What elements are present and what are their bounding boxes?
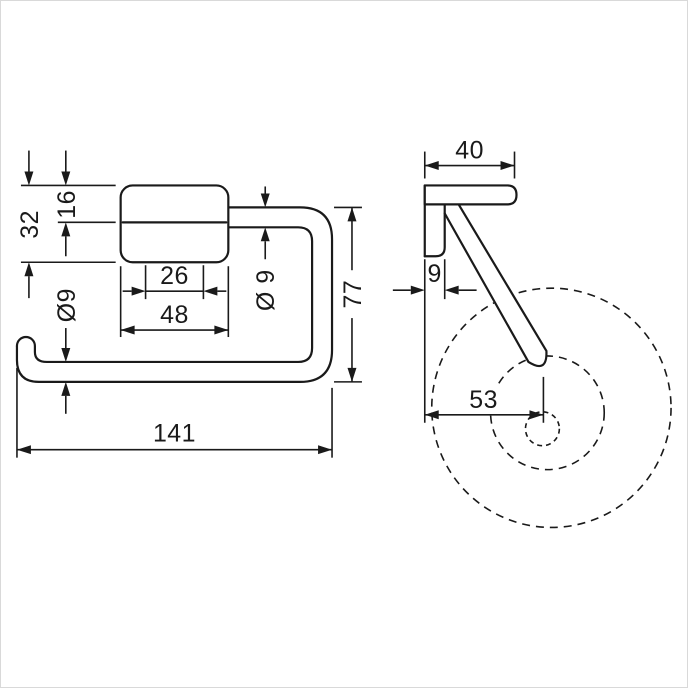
dim-label-bar-diameter-right: Ø 9: [252, 269, 280, 311]
dimension-plate-height: 32: [16, 150, 44, 299]
holder-arm-fill: [444, 204, 547, 367]
arrowhead-up-icon: [61, 222, 71, 237]
dim-label-depth: 40: [455, 137, 484, 165]
holder-tube-inner-contour: [15, 226, 314, 364]
dim-label-overall-height: 77: [339, 280, 367, 309]
arrowhead-down-icon: [24, 171, 34, 186]
dim-label-plate-width: 48: [160, 301, 189, 329]
top-bar-profile: [423, 184, 518, 206]
front-view: 32 16 Ø9 26: [15, 150, 367, 458]
arrowhead-up-icon: [260, 227, 270, 242]
holder-arm: [443, 203, 548, 368]
dimension-plate-thickness: 9: [392, 259, 477, 423]
dim-label-plate-height: 32: [16, 210, 44, 239]
dimension-bar-diameter-left: Ø9: [53, 288, 81, 414]
dimension-tip-projection: 53: [424, 376, 545, 423]
dim-label-tip-projection: 53: [469, 386, 498, 414]
dimension-bar-diameter-right: Ø 9: [252, 186, 280, 311]
arrowhead-right-icon: [318, 445, 333, 455]
arrowhead-left-icon: [444, 285, 459, 295]
dim-label-plate-top-offset: 16: [53, 190, 81, 219]
dim-label-bar-diameter-left: Ø9: [53, 288, 81, 322]
arrowhead-right-icon: [214, 325, 229, 335]
paper-roll-core-circle: [524, 411, 561, 447]
arrowhead-up-icon: [24, 262, 34, 277]
arrowhead-right-icon: [410, 285, 425, 295]
wall-plate-profile: [423, 203, 446, 258]
arrowhead-up-icon: [347, 207, 357, 222]
arrowhead-up-icon: [61, 381, 71, 396]
arrowhead-left-icon: [424, 161, 439, 171]
arrowhead-left-icon: [424, 410, 439, 420]
arrowhead-right-icon: [529, 410, 544, 420]
dimension-overall-width: 141: [16, 367, 333, 458]
arrowhead-left-icon: [120, 325, 135, 335]
arrowhead-down-icon: [260, 193, 270, 208]
arrowhead-down-icon: [61, 347, 71, 362]
dim-label-hole-spacing: 26: [160, 262, 189, 290]
dimension-plate-width: 48: [119, 266, 230, 338]
dim-label-plate-thickness: 9: [428, 260, 442, 288]
dimension-overall-height: 77: [334, 206, 367, 383]
dim-label-overall-width: 141: [153, 420, 196, 448]
arrowhead-right-icon: [500, 161, 515, 171]
wall-plate: [119, 184, 230, 264]
side-view: 40 9 53: [392, 137, 672, 529]
arrowhead-left-icon: [16, 445, 31, 455]
arrowhead-down-icon: [61, 171, 71, 186]
arrowhead-down-icon: [347, 367, 357, 382]
dimension-plate-top-offset: 16: [53, 150, 81, 257]
holder-tube-outer-contour: [15, 206, 334, 383]
arrowhead-right-icon: [131, 286, 146, 296]
dimension-hole-spacing: 26: [122, 262, 227, 300]
arrowhead-left-icon: [203, 286, 218, 296]
dimension-depth: 40: [423, 137, 516, 179]
paper-roll-outer-circle: [430, 287, 672, 529]
